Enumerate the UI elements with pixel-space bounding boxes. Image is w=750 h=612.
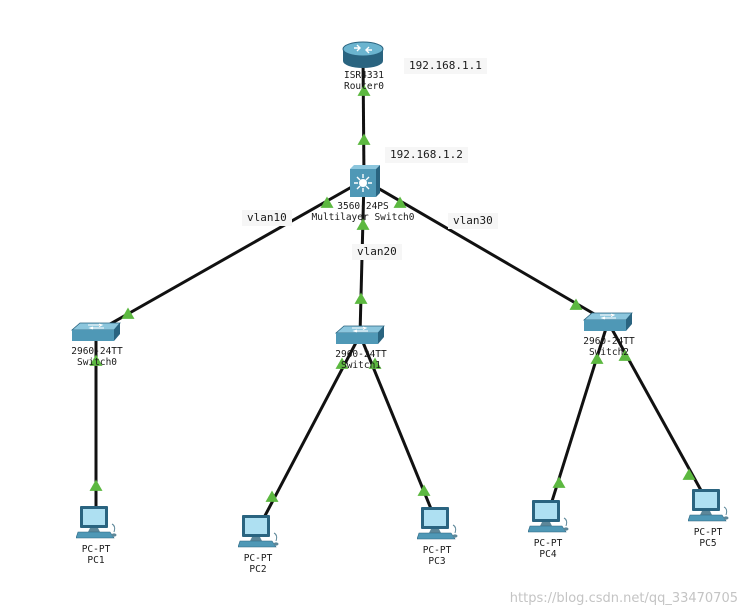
pc2-label: PC-PT PC2 (244, 553, 273, 575)
port-up-icon-mls0-to-switch1 (356, 218, 370, 230)
switch2-label: 2960-24TT Switch2 (583, 336, 634, 358)
switch0-label: 2960-24TT Switch0 (71, 346, 122, 368)
switch1-label: 2960-24TT Switch1 (335, 349, 386, 371)
pc-icon (76, 506, 117, 539)
port-up-icon-mls0-to-switch2 (393, 196, 407, 208)
watermark: https://blog.csdn.net/qq_33470705 (509, 591, 738, 606)
switch-icon (582, 312, 633, 331)
port-up-icon-router0-to-mls0 (357, 84, 371, 96)
link-mls0-switch2[interactable] (363, 178, 609, 324)
router-ip-note[interactable]: 192.168.1.1 (404, 58, 487, 74)
pc2-name: PC2 (249, 564, 267, 575)
pc3[interactable] (417, 505, 459, 541)
router0-model: ISR4331 (343, 70, 385, 81)
link-router0-mls0[interactable] (361, 54, 366, 181)
pc1-model: PC-PT (81, 544, 111, 555)
link-mls0-switch0[interactable] (95, 178, 365, 334)
router0-name: Router0 (343, 81, 385, 92)
multilayer-switch0[interactable] (346, 163, 382, 199)
pc3-name: PC3 (428, 556, 446, 567)
switch0[interactable] (70, 321, 122, 343)
port-up-icon-switch0-to-pc1 (89, 354, 103, 366)
pc1-name: PC1 (87, 555, 105, 566)
pc-icon (528, 500, 569, 533)
port-up-icon-switch1-to-mls0 (354, 292, 368, 304)
switch1[interactable] (334, 324, 386, 346)
port-up-icon-switch2-to-pc4 (590, 352, 604, 364)
mls-ip-note[interactable]: 192.168.1.2 (385, 147, 468, 163)
port-up-icon-pc3-to-switch1 (417, 484, 431, 496)
pc2[interactable] (238, 513, 280, 549)
pc3-model: PC-PT (422, 545, 452, 556)
pc4-model: PC-PT (533, 538, 563, 549)
port-up-icon-switch2-to-mls0 (569, 298, 583, 310)
pc1[interactable] (76, 504, 118, 540)
pc3-label: PC-PT PC3 (423, 545, 452, 567)
pc5[interactable] (688, 487, 730, 523)
router0[interactable] (340, 40, 386, 70)
port-up-icon-pc2-to-switch1 (265, 490, 279, 502)
switch1-model: 2960-24TT (335, 349, 387, 360)
vlan30-note[interactable]: vlan30 (448, 213, 498, 229)
port-up-icon-switch1-to-pc3 (368, 357, 382, 369)
switch-icon (334, 325, 385, 344)
pc1-label: PC-PT PC1 (82, 544, 111, 566)
switch0-name: Switch0 (76, 357, 118, 368)
pc5-model: PC-PT (693, 527, 723, 538)
port-up-icon-pc4-to-switch2 (552, 476, 566, 488)
port-up-icon-switch2-to-pc5 (618, 349, 632, 361)
switch2-name: Switch2 (588, 347, 630, 358)
switch2-model: 2960-24TT (583, 336, 635, 347)
switch0-model: 2960-24TT (71, 346, 123, 357)
switch1-name: Switch1 (340, 360, 382, 371)
router-icon (342, 41, 384, 68)
port-up-icon-pc5-to-switch2 (682, 468, 696, 480)
port-up-icon-mls0-to-switch0 (320, 196, 334, 208)
pc4-label: PC-PT PC4 (534, 538, 563, 560)
port-up-icon-switch1-to-pc2 (335, 357, 349, 369)
mls0-model: 3560-24PS (337, 201, 389, 212)
pc5-name: PC5 (699, 538, 717, 549)
multilayer-switch-icon (350, 165, 380, 197)
pc-icon (417, 507, 458, 540)
switch2[interactable] (582, 311, 634, 333)
port-up-icon-pc1-to-switch0 (89, 479, 103, 491)
pc2-model: PC-PT (243, 553, 273, 564)
switch-icon (70, 322, 121, 341)
vlan10-note[interactable]: vlan10 (242, 210, 292, 226)
port-up-icon-switch0-to-mls0 (121, 307, 135, 319)
pc4-name: PC4 (539, 549, 557, 560)
vlan20-note[interactable]: vlan20 (352, 244, 402, 260)
router0-label: ISR4331 Router0 (344, 70, 384, 92)
pc4[interactable] (528, 498, 570, 534)
pc-icon (238, 515, 279, 548)
multilayer-switch0-label: 3560-24PS Multilayer Switch0 (312, 201, 415, 223)
mls0-name: Multilayer Switch0 (311, 212, 415, 223)
pc5-label: PC-PT PC5 (694, 527, 723, 549)
port-up-icon-mls0-to-router0 (357, 133, 371, 145)
pc-icon (688, 489, 729, 522)
